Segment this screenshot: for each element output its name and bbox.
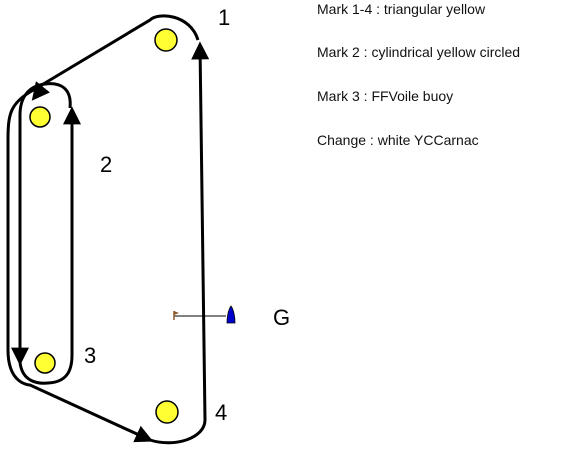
mark-4-buoy	[155, 400, 179, 424]
legend-line-3: Mark 3 : FFVoile buoy	[317, 88, 453, 104]
inner-loop-up-line	[18, 106, 81, 385]
legend-line-1: Mark 1-4 : triangular yellow	[317, 1, 486, 17]
mark2-arrow	[31, 81, 51, 101]
start-line-label: G	[273, 305, 290, 330]
legend-line-2: Mark 2 : cylindrical yellow circled	[317, 44, 520, 60]
outer-course-line	[6, 14, 200, 443]
mark-2-label: 2	[100, 152, 112, 177]
mark-1-label: 1	[218, 5, 230, 30]
mark-3-buoy	[34, 352, 56, 374]
legend-line-4: Change : white YCCarnac	[317, 132, 479, 148]
mark-1-buoy	[154, 28, 178, 52]
committee-flag-icon	[173, 311, 179, 320]
mark-2-buoy	[29, 106, 51, 128]
mark-4-label: 4	[215, 400, 227, 425]
start-boat-icon	[226, 305, 236, 324]
outer-course-return-line	[149, 41, 210, 445]
mark-3-label: 3	[84, 343, 96, 368]
